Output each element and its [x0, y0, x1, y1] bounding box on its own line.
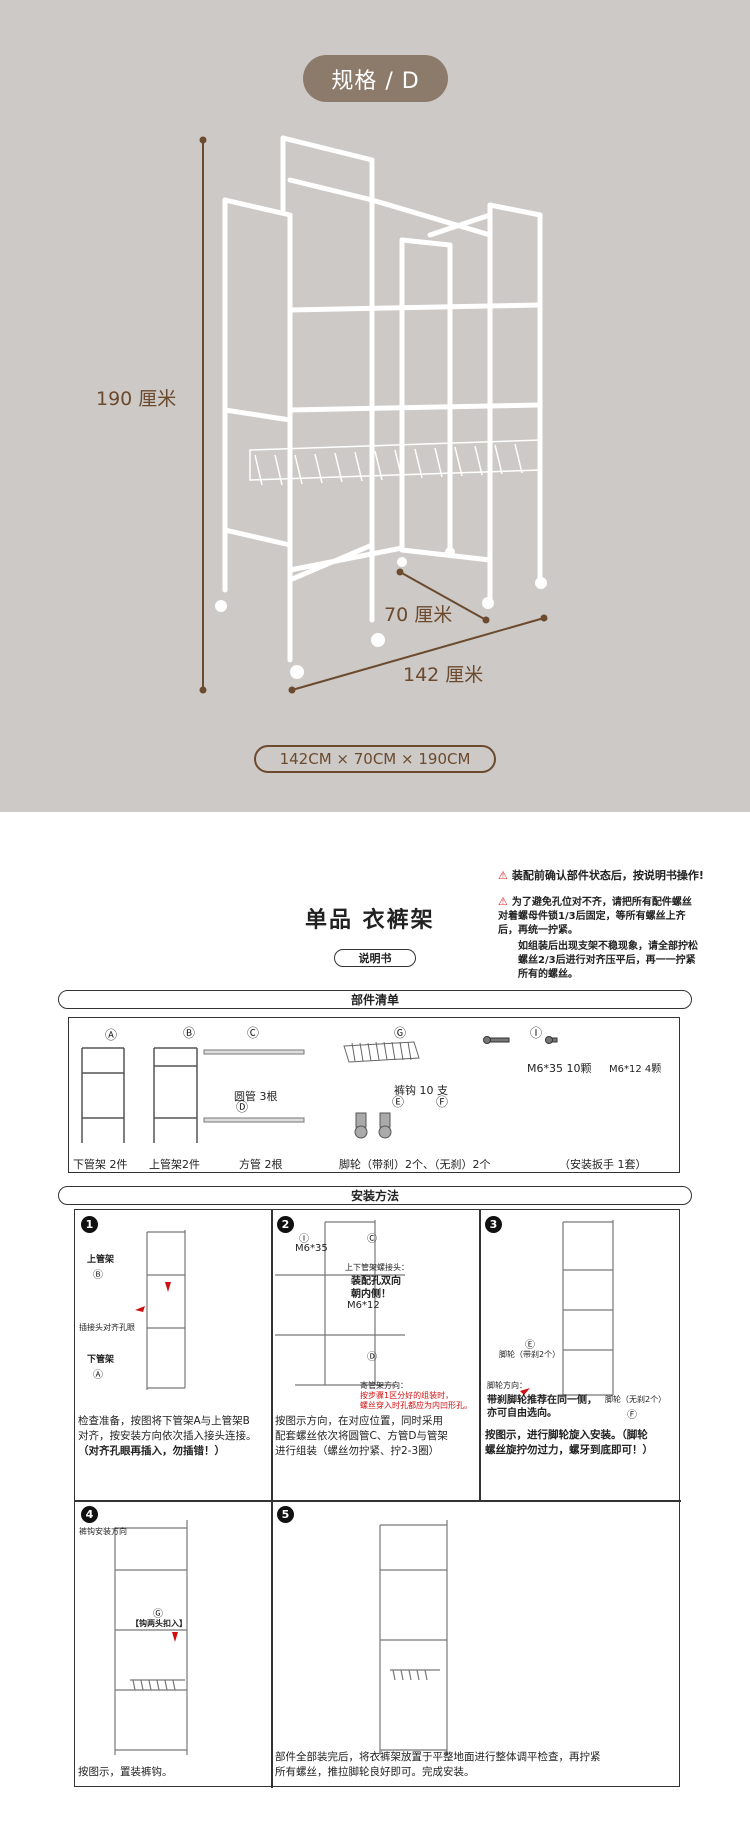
step-2-note-1: 上下管架螺接头：: [345, 1263, 409, 1272]
warning-text-2: 为了避免孔位对不齐，请把所有配件螺丝对着螺母件锁1/3后固定，等所有螺丝上齐后，…: [498, 897, 692, 936]
step-3-note-3: 亦可自由选向。: [487, 1408, 557, 1419]
step-1-upper-label: 上管架: [87, 1255, 115, 1265]
dimensions-badge: 142CM × 70CM × 190CM: [254, 745, 496, 773]
step-2-note-2: 装配孔双向: [351, 1276, 401, 1287]
step-1-line-1: 检查准备，按图将下管架A与上管架B: [78, 1415, 250, 1427]
step-3-note-1: 脚轮方向：: [487, 1381, 527, 1390]
step-1-b-mark: Ⓑ: [93, 1270, 103, 1281]
part-g-label: 裤钩 10 支: [394, 1084, 448, 1097]
warning-icon: ⚠: [498, 869, 508, 882]
step-3-brake-label: 脚轮（带刹2个）: [499, 1350, 561, 1359]
step-1-line-3: （对齐孔眼再插入，勿插错！）: [78, 1445, 225, 1457]
step-2-red-1: 按步骤1区分好的组装时，: [360, 1391, 454, 1400]
step-1-note: 插接头对齐孔眼: [79, 1323, 135, 1332]
step-3-text: 按图示，进行脚轮旋入安装。（脚轮 螺丝旋拧勿过力，螺牙到底即可！）: [485, 1428, 680, 1458]
step-3-e-mark: Ⓔ: [525, 1340, 535, 1351]
width-label: 142 厘米: [403, 664, 484, 686]
part-i-mark: Ⓘ: [530, 1026, 543, 1040]
part-b-label: 上管架2件: [149, 1158, 200, 1171]
step-3-line-1: 按图示，进行脚轮旋入安装。（脚轮: [485, 1429, 648, 1441]
step-2-text: 按图示方向，在对应位置，同时采用 配套螺丝依次将圆管C、方管D与管架 进行组装（…: [275, 1414, 480, 1459]
screw-m635-label: M6*35 10颗: [527, 1062, 592, 1075]
step-2-i-mark: Ⓘ: [299, 1234, 309, 1245]
install-steps: 1 上管架 Ⓑ 插接头对齐孔眼 下管架 Ⓐ 检查准备，按图将下管架A与上管架B …: [74, 1209, 681, 1788]
part-c-mark: Ⓒ: [247, 1026, 260, 1040]
manual-subtitle: 说明书: [334, 949, 416, 967]
parts-drawings: [81, 1036, 558, 1143]
step-2-m635: M6*35: [295, 1243, 328, 1254]
step-1-text: 检查准备，按图将下管架A与上管架B 对齐，按安装方向依次插入接头连接。 （对齐孔…: [78, 1414, 270, 1459]
step-2-line-2: 配套螺丝依次将圆管C、方管D与管架: [275, 1430, 448, 1442]
step-1-a-mark: Ⓐ: [93, 1370, 103, 1381]
warning-main: ⚠装配前确认部件状态后，按说明书操作!: [498, 869, 713, 883]
warning-second: ⚠为了避免孔位对不齐，请把所有配件螺丝对着螺母件锁1/3后固定，等所有螺丝上齐后…: [498, 895, 698, 938]
step-1-line-2: 对齐，按安装方向依次插入接头连接。: [78, 1430, 257, 1442]
step-2-line-1: 按图示方向，在对应位置，同时采用: [275, 1415, 443, 1427]
step-3-line-2: 螺丝旋拧勿过力，螺牙到底即可！）: [485, 1444, 653, 1456]
step-5-line-1: 部件全部装完后，将衣裤架放置于平整地面进行整体调平检查，再拧紧: [275, 1751, 601, 1763]
step-2-number: 2: [277, 1216, 294, 1233]
step-5-number: 5: [277, 1506, 294, 1523]
step-2-red-2: 螺丝穿入时孔都应为内凹形孔。: [360, 1401, 472, 1410]
step-4-number: 4: [81, 1506, 98, 1523]
part-e-mark: Ⓔ: [392, 1095, 405, 1109]
part-a-mark: Ⓐ: [105, 1028, 118, 1042]
step-1-lower-label: 下管架: [87, 1355, 115, 1365]
spec-section: 规格 / D: [0, 0, 750, 812]
wrench-label: （安装扳手 1套）: [559, 1158, 647, 1171]
parts-header: 部件清单: [58, 990, 692, 1009]
step-2-note-3: 朝内侧！: [351, 1289, 391, 1300]
step-4-g-mark: Ⓖ: [153, 1609, 163, 1620]
step-1-number: 1: [81, 1216, 98, 1233]
step-4-text: 按图示，置装裤钩。: [78, 1766, 173, 1778]
step-2-c-mark: Ⓒ: [367, 1234, 377, 1245]
manual-title: 单品 衣裤架: [305, 908, 435, 933]
part-g-mark: Ⓖ: [394, 1026, 407, 1040]
step-3-note-2: 带刹脚轮推荐在同一侧，: [487, 1395, 597, 1406]
step-5-line-2: 所有螺丝，推拉脚轮良好即可。完成安装。: [275, 1766, 475, 1778]
wheel-label: 脚轮（带刹）2个、（无刹）2个: [339, 1158, 491, 1171]
screw-m612-label: M6*12 4颗: [609, 1064, 662, 1075]
warning-icon: ⚠: [498, 895, 508, 908]
step-4-hook-note: 【钩两头扣入】: [131, 1619, 187, 1628]
step-2-d-mark: Ⓓ: [367, 1352, 377, 1363]
rack-illustration: [199, 135, 548, 694]
spec-label: 规格 / D: [303, 55, 448, 102]
step-3-number: 3: [485, 1216, 502, 1233]
part-d-label: 方管 2根: [239, 1158, 283, 1171]
manual-section: ⚠装配前确认部件状态后，按说明书操作! ⚠为了避免孔位对不齐，请把所有配件螺丝对…: [0, 812, 750, 1822]
step-2-direction: 寄管架方向：: [360, 1381, 408, 1390]
step-5-text: 部件全部装完后，将衣裤架放置于平整地面进行整体调平检查，再拧紧 所有螺丝，推拉脚…: [275, 1750, 679, 1780]
step-2-m612: M6*12: [347, 1300, 380, 1311]
install-header: 安装方法: [58, 1186, 692, 1205]
part-a-label: 下管架 2件: [73, 1158, 128, 1171]
step-3-nobrake-label: 脚轮（无刹2个）: [605, 1395, 667, 1404]
warning-text-3: 如组装后出现支架不稳现象，请全部拧松螺丝2/3后进行对齐压平后，再一一拧紧所有的…: [518, 941, 698, 980]
step-4-direction: 裤钩安装方向: [79, 1527, 127, 1536]
depth-label: 70 厘米: [384, 604, 453, 626]
height-label: 190 厘米: [96, 388, 177, 410]
parts-list: Ⓐ Ⓑ Ⓒ Ⓓ Ⓖ Ⓔ Ⓕ Ⓘ: [68, 1017, 680, 1173]
warning-text-1: 装配前确认部件状态后，按说明书操作!: [511, 869, 704, 882]
step-2-line-3: 进行组装（螺丝勿拧紧、拧2-3圈）: [275, 1445, 440, 1457]
part-c-label: 圆管 3根: [234, 1090, 278, 1103]
part-d-mark: Ⓓ: [236, 1100, 249, 1114]
part-f-mark: Ⓕ: [436, 1095, 449, 1109]
step-3-f-mark: Ⓕ: [627, 1410, 637, 1421]
step-drawings: [114, 1220, 614, 1755]
part-b-mark: Ⓑ: [183, 1026, 196, 1040]
